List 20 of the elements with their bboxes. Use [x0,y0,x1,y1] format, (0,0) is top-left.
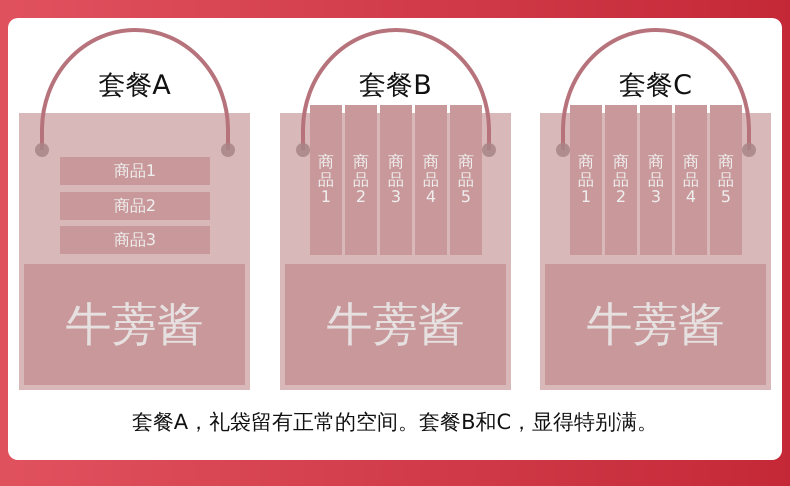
product-box: 商品3 [60,226,210,254]
product-box: 商品3 [640,105,672,255]
bag-title: 套餐A [97,69,172,103]
bag-title: 套餐C [618,69,693,103]
product-box: 商品5 [450,105,482,255]
product-box: 商品1 [570,105,602,255]
product-box: 商品2 [345,105,377,255]
sauce-box: 牛蒡酱 [24,264,245,385]
product-box: 商品3 [380,105,412,255]
bag-title: 套餐B [358,69,433,103]
sauce-box: 牛蒡酱 [545,264,766,385]
product-box: 商品4 [415,105,447,255]
product-box: 商品1 [310,105,342,255]
product-box: 商品2 [605,105,637,255]
product-box: 商品4 [675,105,707,255]
product-box: 商品5 [710,105,742,255]
product-box: 商品2 [60,192,210,220]
sauce-box: 牛蒡酱 [285,264,506,385]
product-box: 商品1 [60,157,210,185]
caption: 套餐A，礼袋留有正常的空间。套餐B和C，显得特别满。 [130,409,660,436]
